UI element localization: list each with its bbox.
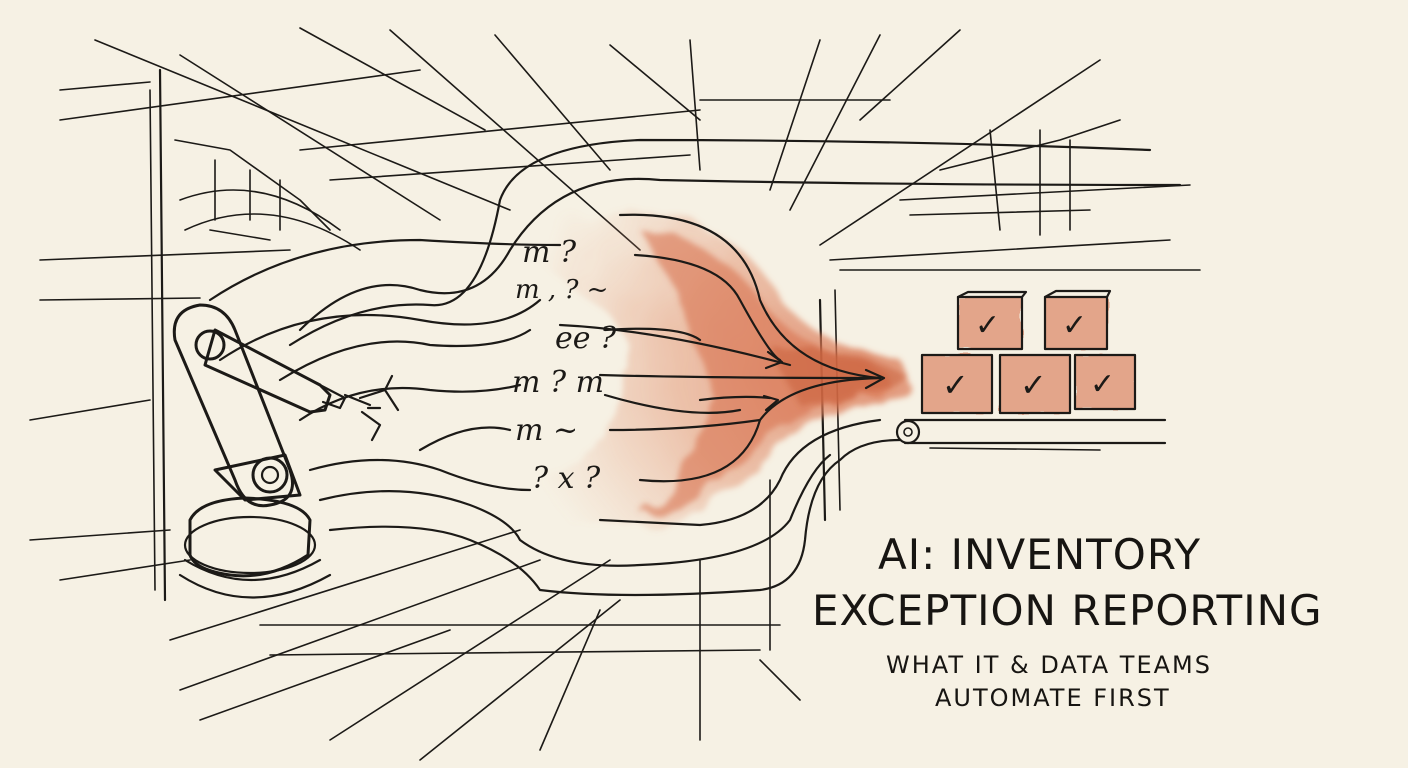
question-mark-icon: m , ? ~ [515, 275, 608, 305]
checked-box-icon: ✓ [1073, 353, 1137, 411]
question-mark-icon: ? x ? [532, 461, 601, 496]
flow-arrow-icon [762, 350, 886, 412]
warehouse-background [29, 27, 1201, 761]
question-mark-icon: m ? [522, 235, 577, 270]
exception-scribbles: m ? m , ? ~ ee ? m ? m m ~ ? x ? [512, 235, 617, 496]
question-mark-icon: ee ? [555, 321, 617, 356]
data-flow-lines [208, 138, 1182, 597]
svg-text:✓: ✓ [1062, 308, 1087, 343]
checked-box-icon: ✓ [920, 353, 994, 415]
checked-box-icon: ✓ [1043, 289, 1112, 351]
conveyor-belt [895, 418, 1167, 451]
svg-text:✓: ✓ [975, 308, 1000, 343]
question-mark-icon: m ? m [512, 365, 604, 400]
svg-text:✓: ✓ [1090, 367, 1115, 402]
title-line-1: AI: INVENTORY [878, 530, 1201, 579]
subtitle-line-1: WHAT IT & DATA TEAMS [886, 651, 1212, 679]
svg-text:✓: ✓ [942, 366, 969, 404]
robotic-arm-icon [172, 303, 400, 599]
svg-text:✓: ✓ [1020, 366, 1047, 404]
scribble-mark: m ~ [515, 413, 578, 448]
title-line-2: EXCEPTION REPORTING [812, 586, 1323, 635]
checked-box-icon: ✓ [998, 353, 1072, 415]
checked-box-icon: ✓ [956, 290, 1028, 351]
checked-boxes: ✓ ✓ ✓ ✓ ✓ [920, 289, 1137, 415]
subtitle-line-2: AUTOMATE FIRST [935, 684, 1171, 712]
